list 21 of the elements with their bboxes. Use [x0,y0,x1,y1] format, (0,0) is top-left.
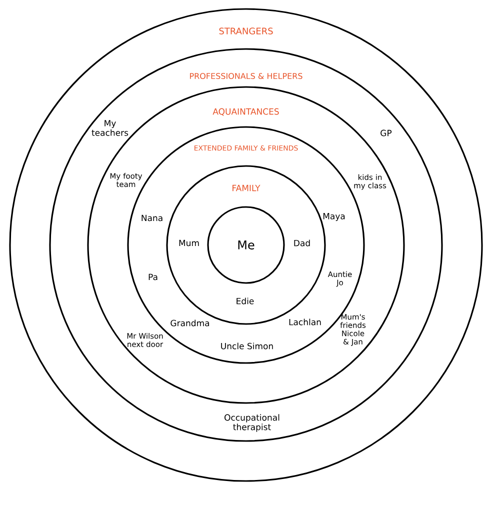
person-label: Lachlan [289,318,321,326]
ring-circle [207,206,285,284]
person-label: My teachers [92,120,128,136]
ring-circle [9,8,483,482]
person-label: Maya [323,213,345,221]
ring-heading: AQUAINTANCES [212,108,279,116]
person-label: Grandma [170,320,209,326]
person-label: Edie [236,298,254,304]
ring-heading: STRANGERS [219,28,273,34]
ring-heading: PROFESSIONALS & HELPERS [190,72,302,80]
ring-circle [49,48,443,442]
person-label: Mum [179,240,199,246]
person-label: Dad [294,240,310,246]
person-label: Uncle Simon [221,342,273,350]
center-label: Me [238,240,254,250]
person-label: Nana [142,214,162,222]
person-label: Occupational therapist [224,414,280,432]
person-label: GP [380,130,392,136]
ring-circle [87,86,405,404]
ring-heading: FAMILY [232,184,260,192]
person-label: Pa [148,274,158,280]
